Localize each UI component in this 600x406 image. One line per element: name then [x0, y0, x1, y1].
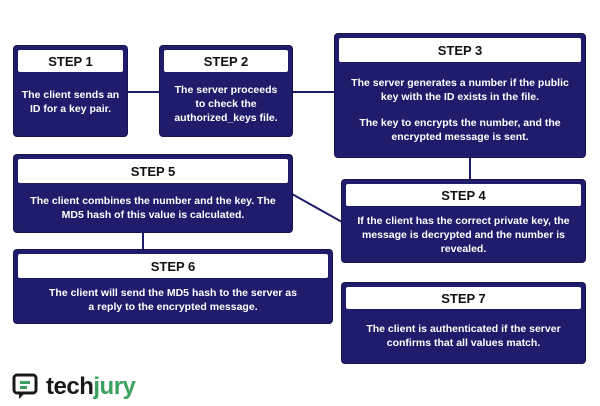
step-1-title: STEP 1 [18, 50, 123, 72]
step-5-title: STEP 5 [18, 159, 288, 183]
step-3-box: STEP 3 The server generates a number if … [335, 34, 585, 157]
step-5-text: The client combines the number and the k… [30, 195, 276, 221]
step-4-text: If the client has the correct private ke… [357, 215, 570, 255]
connector-4-5 [291, 193, 343, 223]
step-1-box: STEP 1 The client sends an ID for a key … [14, 46, 127, 136]
step-1-text: The client sends an ID for a key pair. [21, 89, 120, 115]
step-7-title: STEP 7 [346, 287, 581, 309]
step-2-title: STEP 2 [164, 50, 288, 72]
step-2-text: The server proceeds to check the authori… [174, 84, 278, 124]
step-5-box: STEP 5 The client combines the number an… [14, 155, 292, 232]
step-2-box: STEP 2 The server proceeds to check the … [160, 46, 292, 136]
step-4-title: STEP 4 [346, 184, 581, 206]
logo-text: techjury [46, 373, 136, 400]
step-6-text: The client will send the MD5 hash to the… [49, 287, 297, 313]
step-3-title: STEP 3 [339, 38, 581, 62]
chat-bubble-icon [12, 373, 38, 399]
step-7-box: STEP 7 The client is authenticated if th… [342, 283, 585, 363]
step-7-text: The client is authenticated if the serve… [366, 323, 561, 349]
techjury-logo: techjury [12, 372, 136, 402]
step-3-text: The server generates a number if the pub… [351, 77, 569, 143]
step-6-title: STEP 6 [18, 254, 328, 278]
step-4-box: STEP 4 If the client has the correct pri… [342, 180, 585, 262]
step-6-box: STEP 6 The client will send the MD5 hash… [14, 250, 332, 323]
